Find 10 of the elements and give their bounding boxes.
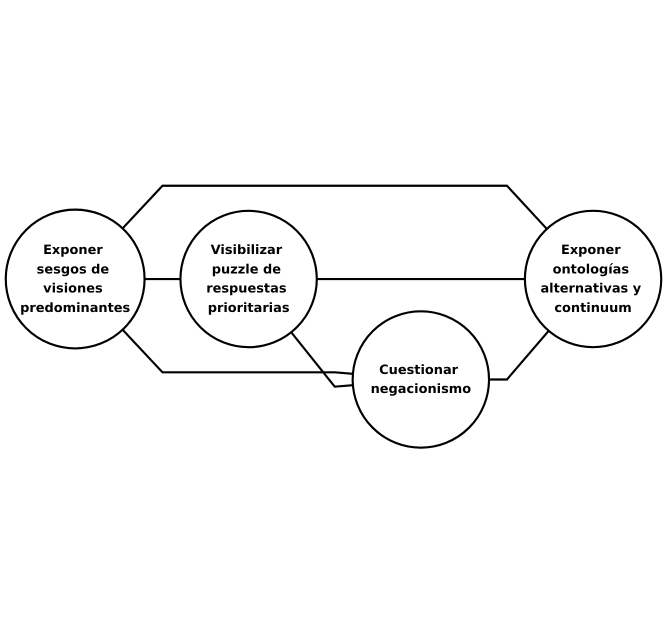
connector: [122, 328, 353, 375]
node-circle: Cuestionar negacionismo: [352, 310, 490, 449]
connector: [489, 330, 550, 380]
node-circle: Exponer ontologías alternativas y continuum: [524, 210, 662, 348]
connector: [316, 278, 525, 280]
node-circle: Exponer sesgos de visiones predominantes: [4, 208, 146, 350]
node-circle: Visibilizar puzzle de respuestas prioritarias: [179, 210, 318, 348]
connector: [290, 331, 353, 388]
connector: [144, 278, 180, 280]
connector: [122, 184, 548, 230]
